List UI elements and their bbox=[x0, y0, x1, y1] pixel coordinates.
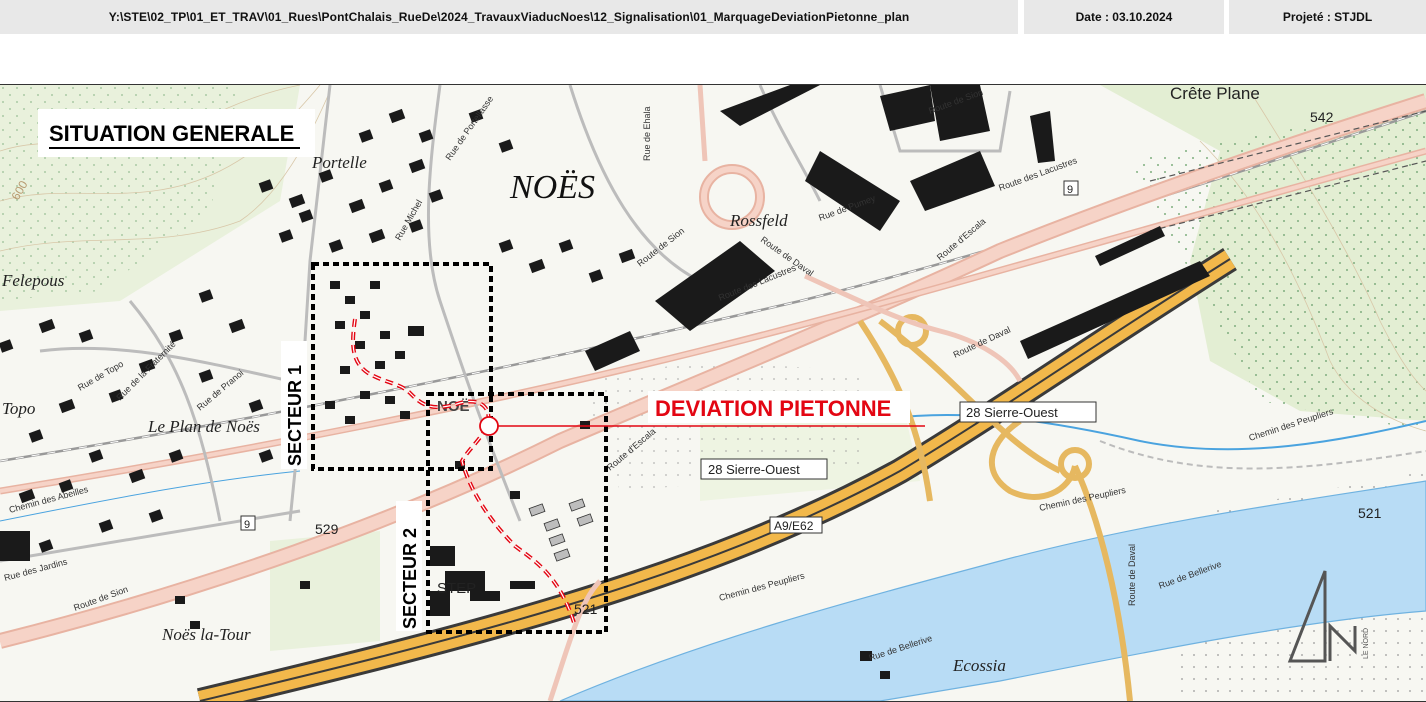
elevation-521-east: 521 bbox=[1358, 505, 1382, 521]
step-basins bbox=[528, 498, 594, 562]
north-label: LE NORD bbox=[1363, 628, 1370, 659]
exit-sign-1: 28 Sierre-Ouest bbox=[708, 462, 800, 477]
town-label: NOËS bbox=[509, 169, 595, 206]
place-rossfeld: Rossfeld bbox=[729, 211, 788, 230]
north-arrow: LE NORD bbox=[1287, 570, 1370, 663]
map-title: SITUATION GENERALE bbox=[49, 121, 294, 146]
place-plan-de-noes: Le Plan de Noës bbox=[147, 417, 260, 436]
place-felepous: Felepous bbox=[1, 271, 65, 290]
place-noes-partial: NOË bbox=[437, 398, 470, 415]
svg-text:Route de Daval: Route de Daval bbox=[1127, 544, 1137, 606]
file-path: Y:\STE\02_TP\01_ET_TRAV\01_Rues\PontChal… bbox=[0, 0, 1018, 34]
svg-text:Rue de Ehala: Rue de Ehala bbox=[642, 106, 652, 161]
road-number-9-west: 9 bbox=[244, 519, 250, 531]
buildings bbox=[0, 85, 1210, 679]
place-ecossia: Ecossia bbox=[952, 656, 1006, 675]
road-number-9-east: 9 bbox=[1067, 184, 1073, 196]
map-frame: SITUATION GENERALE NOËS Portelle Rossfel… bbox=[0, 84, 1426, 702]
canal bbox=[869, 413, 1426, 451]
place-noes-la-tour: Noës la-Tour bbox=[161, 625, 251, 644]
elevation-521-step: 521 bbox=[574, 601, 598, 617]
sector-1-label: SECTEUR 1 bbox=[285, 365, 305, 466]
elevation-529: 529 bbox=[315, 521, 339, 537]
highway-label: A9/E62 bbox=[774, 519, 814, 533]
sector-2-label: SECTEUR 2 bbox=[400, 528, 420, 629]
project-author: Projeté : STJDL bbox=[1229, 0, 1426, 34]
deviation-marker bbox=[479, 416, 499, 436]
place-step: STEP bbox=[437, 580, 476, 597]
sector-1-frame bbox=[311, 262, 493, 471]
situation-map: SITUATION GENERALE NOËS Portelle Rossfel… bbox=[0, 85, 1426, 701]
elevation-542: 542 bbox=[1310, 109, 1334, 125]
place-topo: Topo bbox=[2, 399, 35, 418]
header-bar: Y:\STE\02_TP\01_ET_TRAV\01_Rues\PontChal… bbox=[0, 0, 1426, 34]
sector-2-frame bbox=[426, 392, 608, 634]
place-portelle: Portelle bbox=[311, 153, 367, 172]
deviation-label: DEVIATION PIETONNE bbox=[655, 396, 891, 421]
place-crete-plane: Crête Plane bbox=[1170, 85, 1260, 103]
river bbox=[559, 480, 1426, 701]
plan-date: Date : 03.10.2024 bbox=[1024, 0, 1224, 34]
exit-sign-2: 28 Sierre-Ouest bbox=[966, 405, 1058, 420]
